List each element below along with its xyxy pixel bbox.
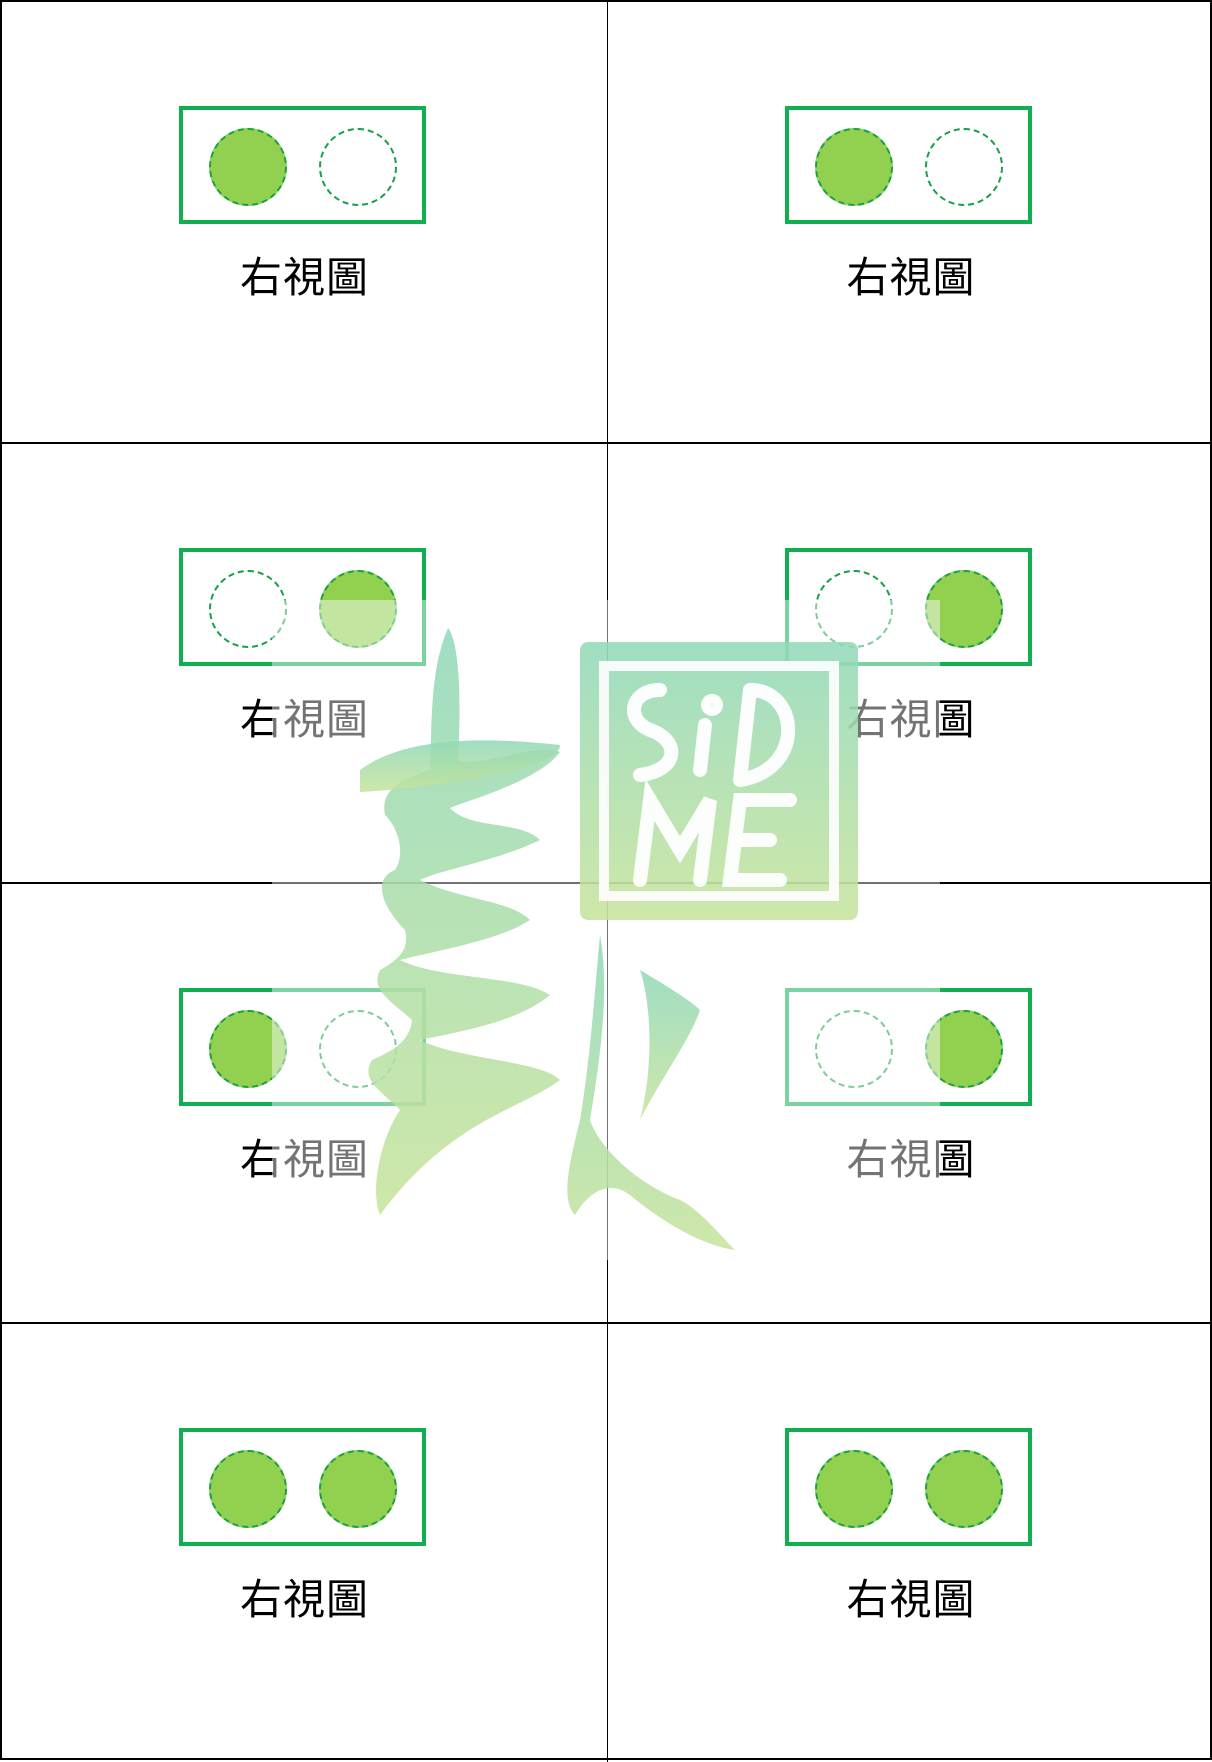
view-caption: 右視圖 — [239, 1575, 369, 1624]
view-cell-6: 右視圖 — [608, 884, 1212, 1324]
view-box — [785, 106, 1032, 224]
circle-right — [925, 128, 1003, 206]
circle-left — [209, 128, 287, 206]
view-caption: 右視圖 — [239, 253, 369, 302]
circle-right — [925, 570, 1003, 648]
view-caption: 右視圖 — [846, 253, 976, 302]
view-cell-4: 右視圖 — [608, 444, 1212, 884]
view-cell-2: 右視圖 — [608, 2, 1212, 444]
view-box — [179, 548, 426, 666]
circle-left — [815, 1450, 893, 1528]
view-box — [785, 988, 1032, 1106]
circle-right — [925, 1450, 1003, 1528]
circle-left — [209, 570, 287, 648]
view-cell-3: 右視圖 — [2, 444, 608, 884]
circle-left — [815, 570, 893, 648]
circle-left — [815, 128, 893, 206]
view-cell-5: 右視圖 — [2, 884, 608, 1324]
view-box — [785, 548, 1032, 666]
view-box — [785, 1428, 1032, 1546]
circle-right — [319, 128, 397, 206]
view-cell-7: 右視圖 — [2, 1324, 608, 1762]
view-caption: 右視圖 — [239, 1135, 369, 1184]
view-caption: 右視圖 — [846, 1575, 976, 1624]
view-box — [179, 1428, 426, 1546]
view-cell-1: 右視圖 — [2, 2, 608, 444]
circle-left — [815, 1010, 893, 1088]
view-caption: 右視圖 — [239, 695, 369, 744]
circle-right — [319, 1450, 397, 1528]
view-box — [179, 106, 426, 224]
circle-right — [319, 1010, 397, 1088]
circle-left — [209, 1010, 287, 1088]
view-caption: 右視圖 — [846, 695, 976, 744]
view-box — [179, 988, 426, 1106]
view-caption: 右視圖 — [846, 1135, 976, 1184]
circle-right — [319, 570, 397, 648]
circle-left — [209, 1450, 287, 1528]
view-cell-8: 右視圖 — [608, 1324, 1212, 1762]
circle-right — [925, 1010, 1003, 1088]
